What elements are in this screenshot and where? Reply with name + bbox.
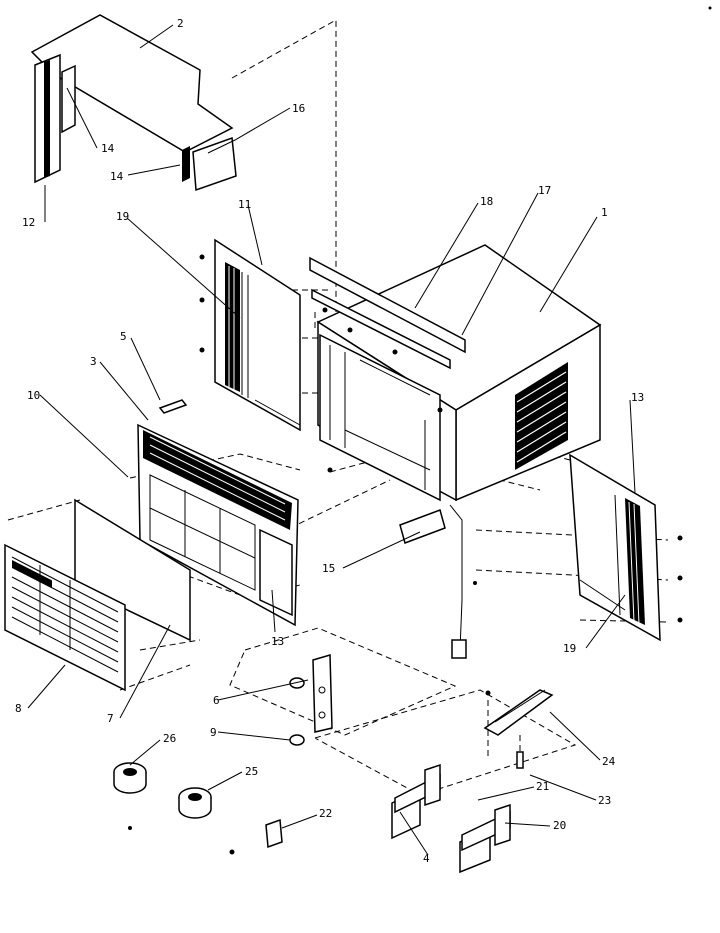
cover-bracket — [61, 64, 190, 182]
control-bracket — [289, 654, 333, 746]
callout-8: 8 — [15, 702, 22, 715]
callout-16: 16 — [292, 102, 305, 115]
callout-19-left: 19 — [116, 210, 129, 223]
callout-14-upper: 14 — [101, 142, 115, 155]
callout-21: 21 — [536, 780, 549, 793]
callout-6: 6 — [213, 694, 220, 707]
callout-23: 23 — [598, 794, 611, 807]
callout-10: 10 — [27, 389, 40, 402]
mounting-bracket — [391, 763, 511, 874]
callout-4: 4 — [423, 852, 430, 865]
air-filter — [74, 498, 191, 642]
callout-13-right: 13 — [631, 391, 644, 404]
left-side-curtain — [214, 238, 301, 432]
callout-20: 20 — [553, 819, 566, 832]
top-cover — [30, 14, 234, 153]
callout-26: 26 — [163, 732, 176, 745]
callout-3: 3 — [90, 355, 97, 368]
callout-14-lower: 14 — [110, 170, 124, 183]
callout-11: 11 — [238, 198, 251, 211]
callout-labels: 1 2 3 4 5 6 7 8 9 10 11 12 13 13 14 14 1… — [15, 17, 644, 865]
control-knob-trim — [158, 399, 188, 414]
callout-13-front: 13 — [271, 635, 284, 648]
callout-17: 17 — [538, 184, 551, 197]
callout-1: 1 — [601, 206, 608, 219]
callout-5: 5 — [120, 330, 127, 343]
tape-roll — [113, 762, 212, 819]
callout-9: 9 — [210, 726, 217, 739]
front-grille — [4, 543, 126, 692]
mounting-clip — [265, 818, 283, 849]
callout-24: 24 — [602, 755, 616, 768]
callout-22: 22 — [319, 807, 332, 820]
top-rail — [309, 256, 466, 370]
cabinet-wrapper — [316, 244, 602, 659]
callout-15: 15 — [322, 562, 335, 575]
front-panel — [137, 423, 299, 627]
screws — [128, 6, 712, 855]
callout-7: 7 — [107, 712, 114, 725]
left-side-panel — [34, 53, 61, 184]
callout-25: 25 — [245, 765, 258, 778]
drain-channel — [399, 509, 446, 544]
callout-12: 12 — [22, 216, 35, 229]
leader-lines — [27, 24, 636, 856]
small-side-panel — [192, 136, 237, 192]
sill-support — [483, 689, 554, 769]
callout-18: 18 — [480, 195, 493, 208]
callout-2: 2 — [177, 17, 184, 30]
right-side-curtain — [569, 453, 661, 642]
callout-19-right: 19 — [563, 642, 576, 655]
